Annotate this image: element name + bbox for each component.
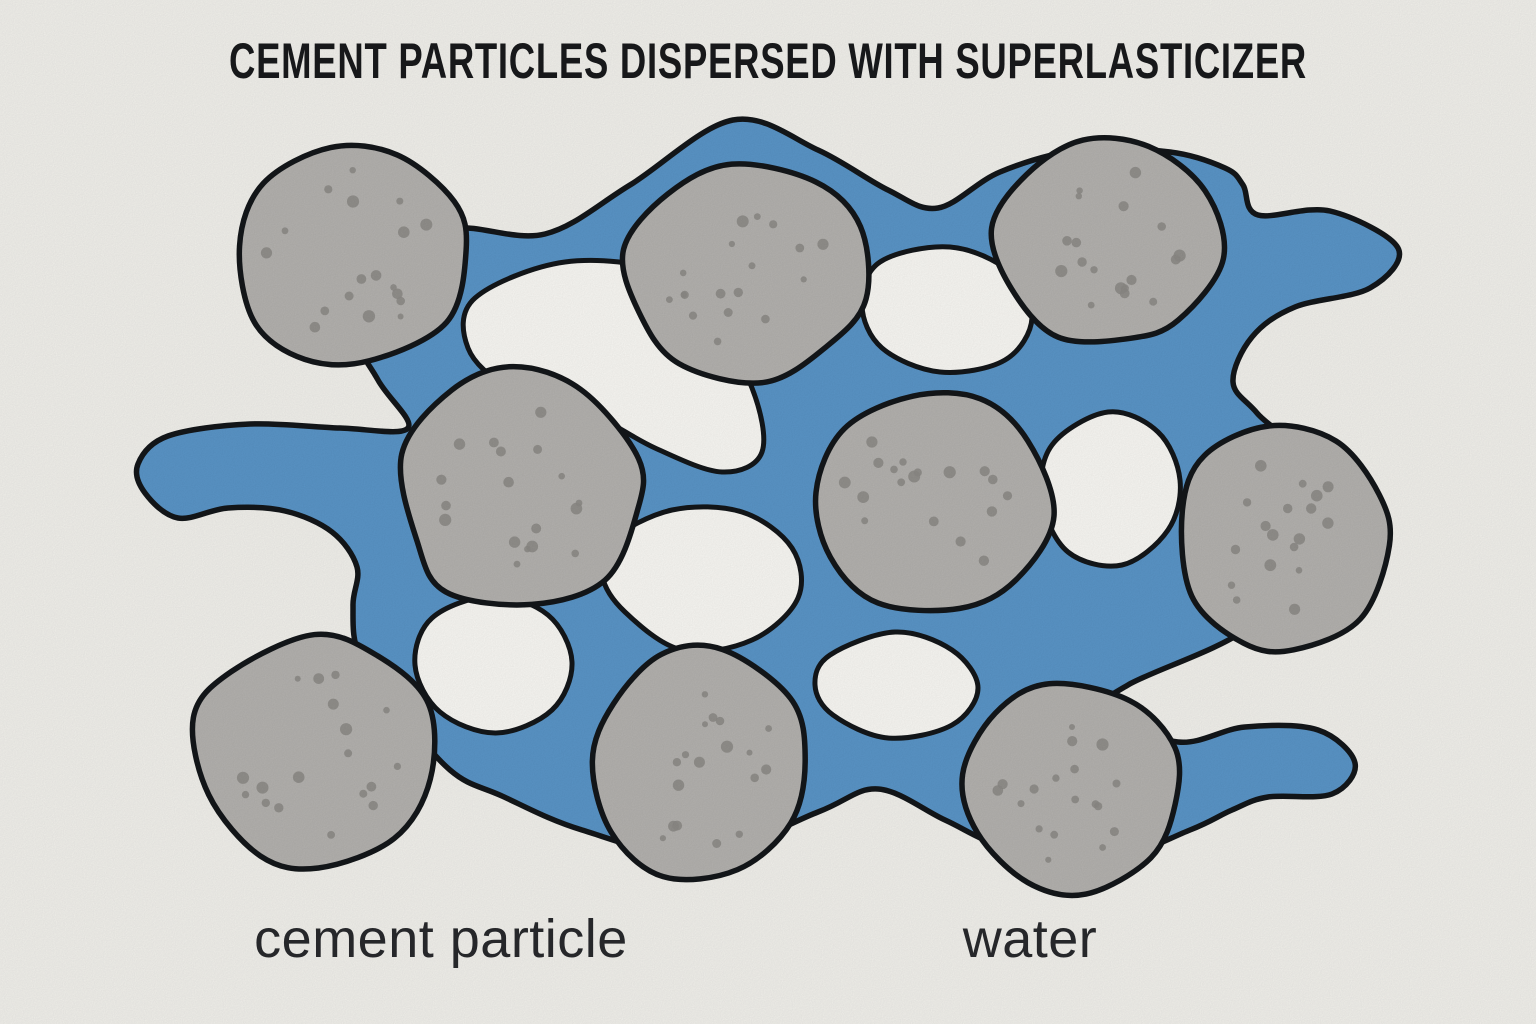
label-water: water: [962, 909, 1098, 969]
label-cement-particle: cement particle: [254, 909, 628, 969]
diagram-title: CEMENT PARTICLES DISPERSED WITH SUPERLAS…: [228, 33, 1308, 89]
